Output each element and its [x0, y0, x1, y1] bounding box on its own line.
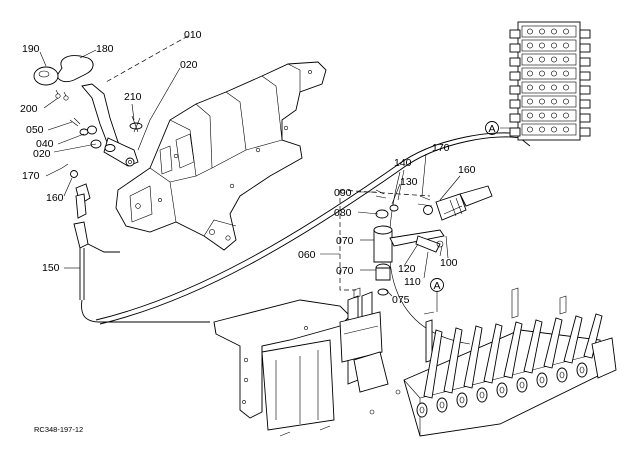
callout-160-left: 160	[46, 192, 64, 204]
control-valve	[403, 287, 617, 437]
valve-section	[516, 319, 543, 393]
callout-010: 010	[184, 29, 202, 41]
callout-075: 075	[392, 294, 410, 306]
valve-spool-row	[521, 67, 577, 80]
valve-spool-row	[521, 95, 577, 108]
valve-section	[536, 317, 563, 388]
hardware-050-040	[69, 117, 97, 136]
lever-180	[33, 55, 139, 167]
callout-090: 090	[334, 187, 352, 199]
valve-section	[576, 313, 603, 378]
main-frame-bracket	[115, 61, 327, 251]
callout-210: 210	[124, 91, 142, 103]
valve-spool-row	[521, 25, 577, 38]
lower-frame	[213, 287, 435, 437]
callout-120: 120	[398, 263, 416, 275]
callout-110: 110	[404, 276, 421, 288]
valve-spool-row	[521, 123, 577, 136]
callout-180: 180	[96, 43, 114, 55]
valve-spool-row	[521, 109, 577, 122]
valve-block-inset	[509, 21, 591, 141]
valve-spool-row	[521, 53, 577, 66]
drawing-code: RC348-197-12	[34, 425, 83, 434]
ref-mark-inset: A	[485, 121, 499, 135]
callout-190: 190	[22, 43, 40, 55]
callout-130: 130	[400, 176, 418, 188]
callout-160-right: 160	[458, 164, 476, 176]
knob-190	[33, 66, 59, 86]
callout-070-lower: 070	[336, 265, 354, 277]
callout-200: 200	[20, 103, 38, 115]
hardware-200	[55, 89, 69, 101]
linkage-assembly-060	[339, 189, 449, 296]
callout-170-right: 170	[432, 142, 450, 154]
ref-mark-valve-text: A	[433, 280, 440, 292]
callout-060: 060	[298, 249, 316, 261]
cable-end-right	[423, 185, 493, 221]
callout-150: 150	[42, 262, 60, 274]
ref-mark-inset-text: A	[488, 123, 495, 135]
hardware-210	[125, 115, 143, 167]
valve-section	[416, 329, 443, 418]
valve-section	[556, 315, 583, 383]
callouts: 010 020 190 180 210 200 050 040 020 170 …	[20, 29, 476, 434]
callout-020-lower: 020	[33, 148, 51, 160]
callout-140: 140	[394, 157, 412, 169]
callout-050: 050	[26, 124, 44, 136]
callout-020-upper: 020	[180, 59, 198, 71]
valve-spool-row	[521, 81, 577, 94]
callout-040: 040	[36, 138, 54, 150]
callout-100: 100	[440, 257, 458, 269]
valve-section	[436, 327, 463, 413]
callout-170-left: 170	[22, 170, 40, 182]
callout-070-upper: 070	[336, 235, 354, 247]
ref-mark-valve: A	[430, 278, 444, 292]
callout-080: 080	[334, 207, 352, 219]
leader-lines	[39, 35, 518, 312]
cable-150	[61, 163, 210, 323]
valve-spool-row	[521, 39, 577, 52]
valve-section	[456, 325, 483, 408]
valve-section	[496, 321, 523, 398]
valve-section	[476, 323, 503, 403]
